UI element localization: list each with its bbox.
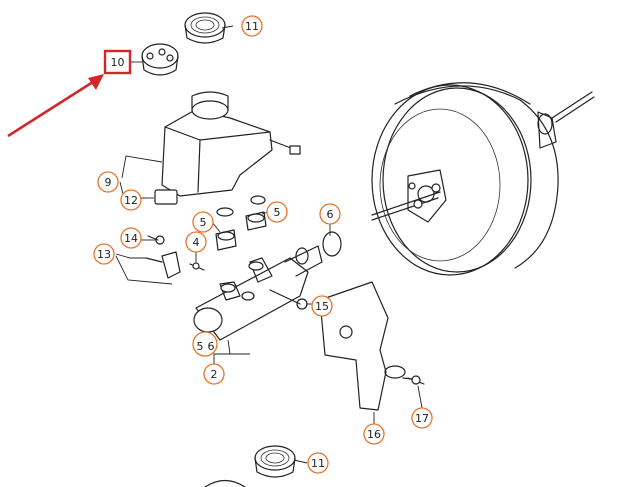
reservoir-cap-10 bbox=[141, 43, 179, 76]
callout-5-left: 5 bbox=[192, 211, 214, 233]
brake-booster bbox=[371, 82, 595, 276]
brake-fluid-reservoir bbox=[154, 91, 301, 217]
svg-text:11: 11 bbox=[311, 457, 325, 470]
svg-text:15: 15 bbox=[315, 300, 329, 313]
callout-17: 17 bbox=[411, 407, 433, 429]
svg-text:9: 9 bbox=[105, 176, 112, 189]
svg-text:5: 5 bbox=[200, 216, 207, 229]
pressure-sensor bbox=[145, 235, 181, 279]
svg-text:16: 16 bbox=[367, 428, 381, 441]
svg-text:14: 14 bbox=[124, 232, 138, 245]
callout-9: 9 bbox=[97, 171, 119, 193]
mounting-bracket bbox=[319, 281, 421, 411]
callout-16: 16 bbox=[363, 423, 385, 445]
reservoir-cap-11-top bbox=[184, 12, 226, 44]
svg-text:2: 2 bbox=[211, 368, 218, 381]
highlight-arrow bbox=[7, 74, 104, 138]
svg-text:5: 5 bbox=[274, 206, 281, 219]
svg-text:12: 12 bbox=[124, 194, 138, 207]
callout-11-top: 11 bbox=[241, 15, 263, 37]
callout-6-right: 6 bbox=[319, 203, 341, 225]
svg-text:11: 11 bbox=[245, 20, 259, 33]
svg-text:17: 17 bbox=[415, 412, 429, 425]
screw-4 bbox=[189, 262, 205, 271]
bolt-17 bbox=[407, 375, 425, 385]
svg-text:5: 5 bbox=[197, 340, 204, 353]
svg-text:6: 6 bbox=[208, 340, 215, 353]
callout-15: 15 bbox=[311, 295, 333, 317]
grommet-5-right bbox=[245, 211, 267, 231]
svg-text:4: 4 bbox=[193, 236, 200, 249]
callout-4: 4 bbox=[185, 231, 207, 253]
callout-12: 12 bbox=[120, 189, 142, 211]
callout-5-right: 5 bbox=[266, 201, 288, 223]
callout-11-bottom: 11 bbox=[307, 452, 329, 474]
master-cylinder bbox=[193, 231, 342, 341]
reservoir-cap-11-bottom bbox=[204, 445, 296, 487]
callout-5-6-pair: 5 6 bbox=[192, 331, 218, 357]
callout-2: 2 bbox=[203, 363, 225, 385]
svg-text:6: 6 bbox=[327, 208, 334, 221]
svg-text:10: 10 bbox=[111, 56, 125, 69]
callout-10-highlighted: 10 bbox=[103, 49, 132, 75]
callout-13: 13 bbox=[93, 243, 115, 265]
svg-text:13: 13 bbox=[97, 248, 111, 261]
callout-14: 14 bbox=[120, 227, 142, 249]
grommet-5-left bbox=[215, 229, 237, 251]
